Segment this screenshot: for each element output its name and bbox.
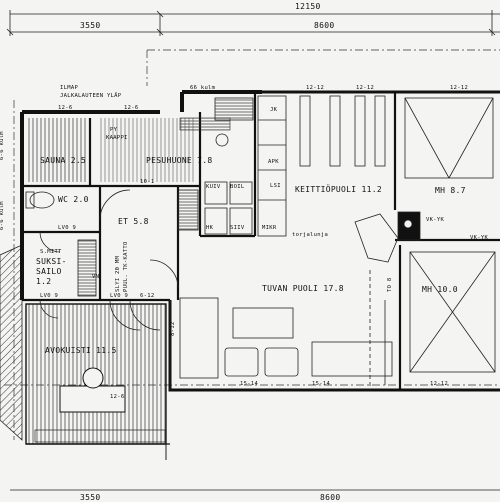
wall-8-12: 8-12 (170, 321, 176, 336)
room-suksisailo-2: SAILO (36, 267, 62, 276)
note-kulm-2: 6-6 kulm (0, 201, 5, 230)
note-slope-2: PUUL. TK-KATTO (123, 241, 129, 292)
wall-12-6-a: 12-6 (58, 105, 73, 111)
note-vk-yk-2: VK-YK (470, 235, 489, 241)
note-boil: BOIL (230, 184, 245, 190)
note-jk: JK (270, 107, 278, 113)
room-suksisailo-1: SUKSI- (36, 257, 67, 266)
wall-12-12-a: 12-12 (306, 85, 325, 91)
note-slope: SLYI 20 MM (115, 255, 121, 292)
room-suksisailo-3: 1.2 (36, 277, 52, 286)
room-avokuisti: AVOKUISTI 11.5 (45, 346, 117, 355)
note-hk: HK (206, 225, 214, 231)
wall-12-12-c: 12-12 (450, 85, 469, 91)
room-pesuhuone: PESUHUONE 7.8 (146, 156, 213, 165)
dimension-left-bottom: 3550 (80, 493, 101, 502)
note-lv9-b: LV0 9 (110, 293, 129, 299)
room-mh-2: MH 10.0 (422, 285, 458, 294)
note-vn: VN (92, 274, 100, 280)
note-to8: TO 8 (387, 277, 393, 292)
note-py: PY (110, 127, 118, 133)
note-kuiv: KUIV (206, 184, 221, 190)
wall-12-12-b: 12-12 (356, 85, 375, 91)
wall-12-6-c: 12-6 (110, 394, 125, 400)
dimension-total-top: 12150 (295, 2, 321, 11)
wall-15-14-b: 15-14 (312, 381, 331, 387)
note-apk: APK (268, 159, 279, 165)
dimension-right-bottom: 8600 (320, 493, 341, 502)
note-vk-yk-1: VK-YK (426, 217, 445, 223)
wall-12-6-b: 12-6 (124, 105, 139, 111)
note-kulm-1: 6-6 kulm (0, 131, 5, 160)
wall-12-12-d: 12-12 (430, 381, 449, 387)
note-lv9-c: LV0 9 (58, 225, 77, 231)
room-tuvan-puoli: TUVAN PUOLI 17.8 (262, 284, 344, 293)
note-mikr: MIKR (262, 225, 277, 231)
note-lv9-a: LV0 9 (40, 293, 59, 299)
note-smitt: S.MITT (40, 249, 62, 255)
note-torjalunja: torjalunja (292, 232, 329, 238)
room-wc: WC 2.0 (58, 195, 89, 204)
room-mh-1: MH 8.7 (435, 186, 466, 195)
note-jalkalauteen: JALKALAUTEEN YLÄP (60, 93, 122, 99)
room-keittiopuoli: KEITTIÖPUOLI 11.2 (295, 185, 382, 194)
dimension-left-top: 3550 (80, 21, 101, 30)
note-siiv: SIIV (230, 225, 245, 231)
note-kaappi: KAAPPI (106, 135, 128, 141)
wall-15-14-a: 15-14 (240, 381, 259, 387)
dimension-right-top: 8600 (314, 21, 335, 30)
wall-10-1: 10-1 (140, 179, 155, 185)
wall-6-12: 6-12 (140, 293, 155, 299)
room-sauna: SAUNA 2.5 (40, 156, 87, 165)
wall-66-kulm: 66 kulm (190, 85, 216, 91)
note-ilmap: ILMAP (60, 85, 79, 91)
room-et: ET 5.8 (118, 217, 149, 226)
note-lsi: LSI (270, 183, 281, 189)
